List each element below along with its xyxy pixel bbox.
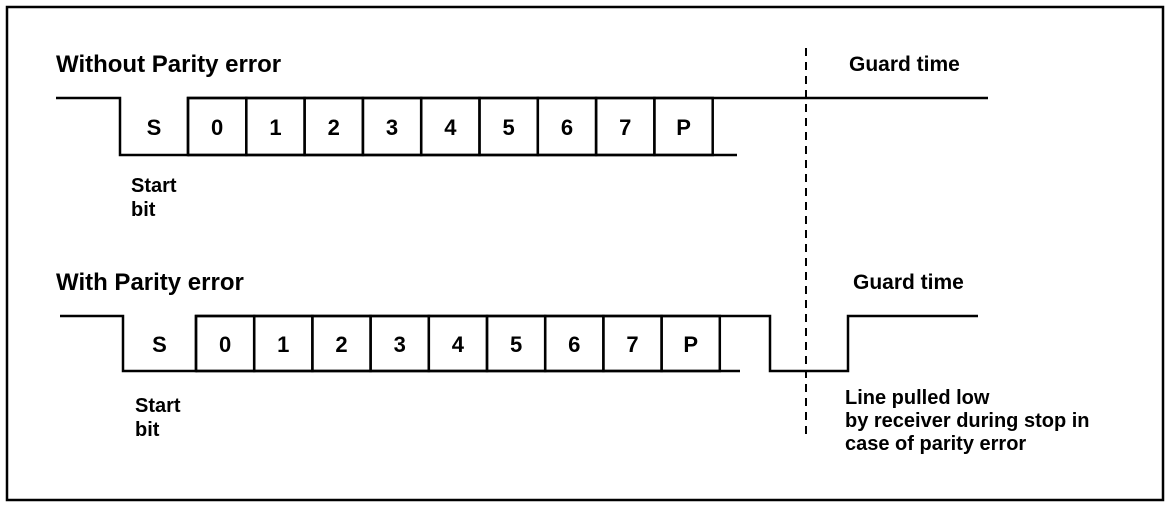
bottom-bit-label: 0 — [219, 332, 231, 357]
bottom-bit-label: P — [683, 332, 698, 357]
top-bit-label: 2 — [328, 115, 340, 140]
top-bit-label: S — [147, 115, 162, 140]
bottom-bit-label: 3 — [394, 332, 406, 357]
top-bit-label: 0 — [211, 115, 223, 140]
top-bit-cell-p — [653, 96, 714, 157]
top-start-bit-label: Start bit — [131, 175, 182, 221]
bottom-bit-cells: S 0 1 2 3 4 5 6 7 P — [152, 314, 722, 373]
bottom-bit-label: 5 — [510, 332, 522, 357]
parity-error-note: Line pulled low by receiver during stop … — [845, 387, 1095, 455]
top-title: Without Parity error — [56, 51, 281, 78]
diagram-frame — [5, 5, 1165, 502]
bottom-start-bit-label: Start bit — [135, 395, 186, 441]
parity-error-note-line: case of parity error — [845, 433, 1026, 455]
bottom-bit-label: 4 — [452, 332, 465, 357]
top-bit-label: 5 — [503, 115, 515, 140]
bottom-title: With Parity error — [56, 269, 244, 296]
bottom-bit-label: S — [152, 332, 167, 357]
bottom-guard-label: Guard time — [853, 271, 964, 294]
bottom-bit-label: 6 — [568, 332, 580, 357]
top-start-bit-line: bit — [131, 199, 156, 221]
bottom-bit-label: 1 — [277, 332, 289, 357]
top-bit-label: 7 — [619, 115, 631, 140]
top-bit-label: 1 — [269, 115, 281, 140]
top-bit-label: 3 — [386, 115, 398, 140]
bottom-bit-label: 7 — [626, 332, 638, 357]
top-bit-label: 4 — [444, 115, 457, 140]
top-guard-label: Guard time — [849, 53, 960, 76]
top-start-bit-line: Start — [131, 175, 177, 197]
parity-error-note-line: by receiver during stop in — [845, 410, 1090, 432]
top-bit-cells: S 0 1 2 3 4 5 6 7 P — [147, 96, 714, 157]
bottom-start-bit-line: Start — [135, 395, 181, 417]
bottom-bit-label: 2 — [335, 332, 347, 357]
top-bit-label: 6 — [561, 115, 573, 140]
parity-error-note-line: Line pulled low — [845, 387, 990, 409]
top-bit-label: P — [676, 115, 691, 140]
bottom-start-bit-line: bit — [135, 419, 160, 441]
bottom-bit-cell-p — [660, 314, 722, 373]
